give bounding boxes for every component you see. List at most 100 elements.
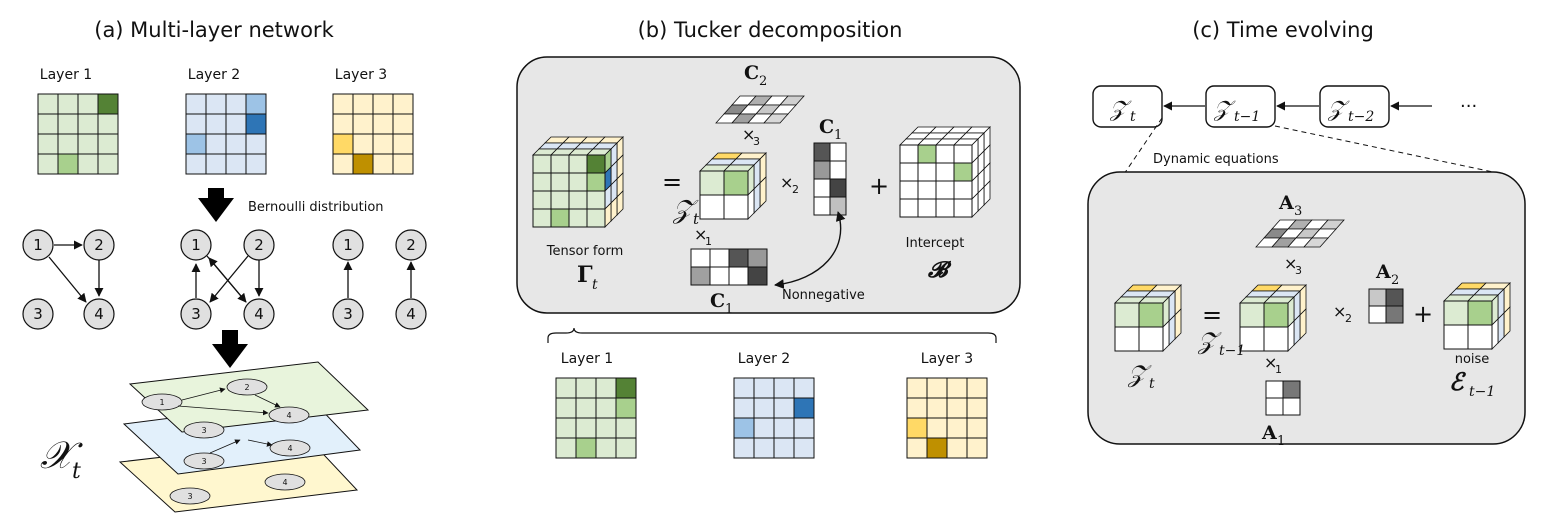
chain-box-zt [1092,85,1163,128]
node-label: 3 [343,305,353,323]
layer1-adjacency-matrix [37,93,119,175]
matrix-cell [205,133,227,155]
matrix-cell [77,133,99,155]
matrix-cell [225,93,247,115]
matrix-cell [829,178,847,198]
panel-b-title: (b) Tucker decomposition [638,18,903,42]
layer2-label: Layer 2 [188,67,240,83]
matrix-cell [245,93,267,115]
matrix-cell [57,113,79,135]
panel-a: (a) Multi-layer network Layer 1 Layer 2 … [22,18,427,513]
matrix-cell [615,417,637,439]
c-equals-sign: = [1202,301,1222,329]
equals-sign: = [662,168,682,196]
matrix-cell [37,133,59,155]
matrix-cell [690,248,711,268]
matrix-cell [793,437,815,459]
matrix-cell [926,437,948,459]
matrix-cell [773,437,795,459]
a3-sub: 3 [1294,204,1302,219]
node [243,229,275,261]
matrix-cell [728,248,749,268]
matrix-cell [595,377,617,399]
cube-cell [723,170,749,196]
cube-cell [899,162,919,182]
matrix-cell [575,417,597,439]
nonnegative-arrow [774,211,846,289]
node-label: 2 [244,383,249,392]
cube-cell [1263,326,1289,352]
matrix-cell [1303,237,1329,248]
matrix-cell [690,266,711,286]
matrix-cell [733,377,755,399]
b-layer2-label: Layer 2 [738,351,790,367]
cube-cell [723,194,749,220]
c-mode2-symbol: × [1333,302,1346,321]
matrix-cell [57,153,79,175]
c2-sub: 2 [759,74,767,89]
matrix-cell [1282,380,1301,399]
cube-cell [1138,302,1164,328]
cube-cell [917,144,937,164]
matrix-cell [392,133,414,155]
cube-cell [550,190,570,210]
matrix-cell [575,397,597,419]
matrix-cell [615,377,637,399]
matrix-cell [733,437,755,459]
matrix-cell [595,417,617,439]
cube-cell [935,180,955,200]
matrix-cell [615,437,637,459]
cube-cell [935,144,955,164]
node-label: 1 [159,398,164,407]
matrix-cell [773,397,795,419]
matrix-cell [555,377,577,399]
cube-cell [1443,300,1469,326]
plus-sign: + [869,172,889,200]
cube-cell [532,208,552,228]
matrix-cell [332,153,354,175]
bernoulli-label: Bernoulli distribution [248,200,384,215]
core-sub: t [693,210,700,228]
a2-sub: 2 [1391,273,1399,288]
noise-sub: t−1 [1469,384,1495,400]
cube-cell [568,154,588,174]
c1-horizontal-factor-matrix [690,248,768,286]
nonnegative-label: Nonnegative [782,288,865,303]
matrix-cell [332,113,354,135]
matrix-cell [77,153,99,175]
node [180,298,212,330]
cube-cell [568,190,588,210]
matrix-cell [966,397,988,419]
cube-cell [917,198,937,218]
tensor-form-label: Tensor form [546,244,623,259]
node-label: 3 [201,426,206,435]
matrix-cell [555,397,577,419]
matrix-cell [966,437,988,459]
gamma-symbol: Γ [577,262,593,288]
cube-cell [899,198,919,218]
mode3-symbol: × [742,125,755,144]
node-label: 2 [94,236,104,254]
c1-bottom-sub: 1 [725,302,733,317]
node [332,229,364,261]
matrix-cell [966,377,988,399]
c1-sub: 1 [834,128,842,143]
matrix-cell [1265,380,1284,399]
node [332,298,364,330]
cube-cell [586,154,606,174]
cube-cell [917,180,937,200]
cube-cell [1138,326,1164,352]
cube-cell [532,154,552,174]
node [395,229,427,261]
cube-cell [1467,324,1493,350]
matrix-cell [205,113,227,135]
matrix-cell [392,153,414,175]
node [243,298,275,330]
matrix-cell [753,437,775,459]
matrix-cell [352,133,374,155]
matrix-cell [906,417,928,439]
node [83,298,115,330]
matrix-cell [733,397,755,419]
a3-symbol: A [1278,192,1294,214]
matrix-cell [555,417,577,439]
